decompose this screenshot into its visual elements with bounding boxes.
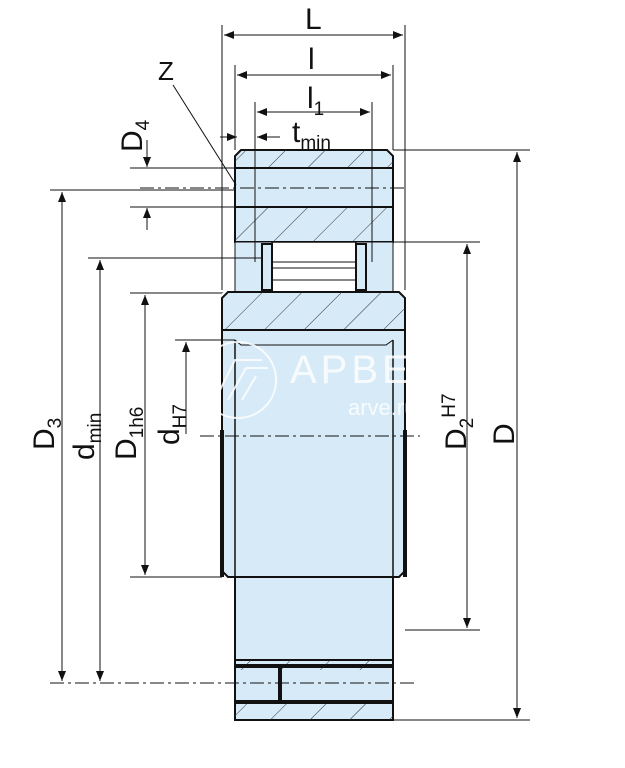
label-L: L	[305, 3, 322, 36]
label-l: l	[308, 43, 315, 76]
label-tmin: tmin	[292, 116, 331, 154]
label-dmin: dmin	[68, 412, 106, 460]
label-dH7: dH7	[153, 404, 191, 445]
center-lines	[50, 187, 420, 684]
label-D3: D3	[28, 417, 66, 450]
dimension-lines	[50, 25, 530, 721]
label-Z: Z	[158, 56, 174, 86]
label-D1h6: D1h6	[110, 406, 148, 460]
watermark-brand: АРВЕ	[290, 348, 413, 392]
label-D4: D4	[116, 119, 154, 152]
watermark-url: arve.ru	[348, 395, 417, 420]
label-D2H7: D2H7	[439, 393, 478, 450]
part-outline	[220, 149, 407, 721]
watermark-logo-icon	[199, 341, 277, 419]
label-D: D	[488, 423, 521, 445]
label-l1: l1	[307, 82, 325, 120]
